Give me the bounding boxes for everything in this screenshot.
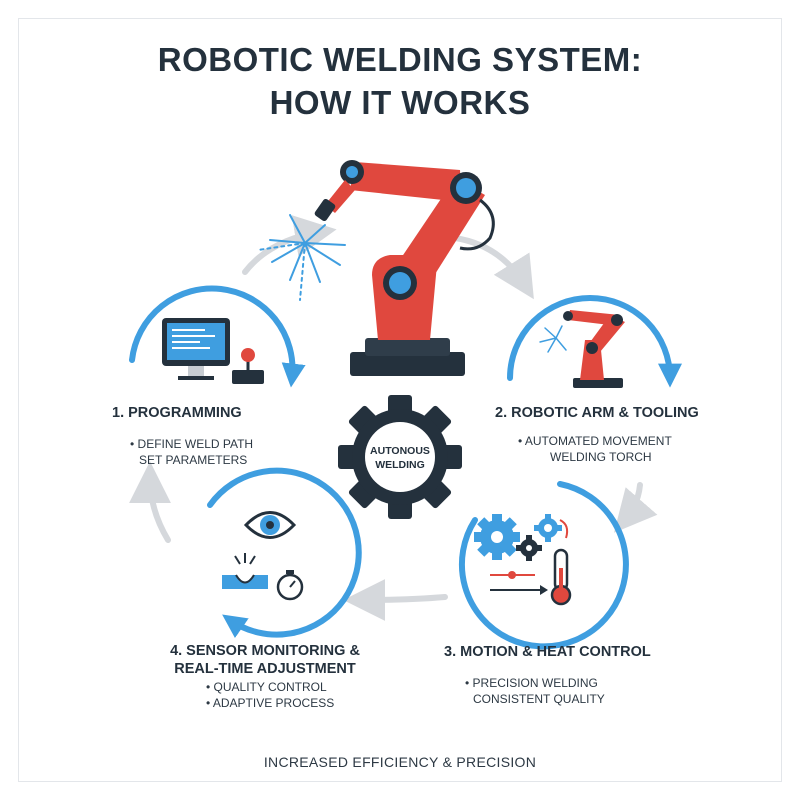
stopwatch-icon <box>276 570 304 601</box>
computer-monitor-icon <box>162 318 230 380</box>
center-gear-icon: AUTONOUS WELDING <box>338 395 462 519</box>
robot-arm-icon <box>314 160 495 376</box>
joystick-icon <box>232 348 264 384</box>
footer-tagline: INCREASED EFFICIENCY & PRECISION <box>263 754 537 770</box>
step2-arc <box>507 295 682 388</box>
step4-circle <box>207 467 362 639</box>
step4-title-line-2: REAL-TIME ADJUSTMENT <box>174 661 356 677</box>
title-line-1: ROBOTIC WELDING SYSTEM: <box>157 41 643 78</box>
arrow-motion-to-sensor <box>343 578 448 621</box>
gears-icon <box>474 514 569 561</box>
step1-title: 1. PROGRAMMING <box>112 405 242 421</box>
arrow-arm-to-top <box>452 235 534 300</box>
thermometer-icon <box>550 548 572 606</box>
step1-arc <box>129 285 306 388</box>
title-line-2: HOW IT WORKS <box>269 84 531 121</box>
step3-list: • PRECISION WELDING CONSISTENT QUALITY <box>465 675 605 707</box>
step1-item-2: SET PARAMETERS <box>139 453 248 467</box>
step2-item-1: • AUTOMATED MOVEMENT <box>518 434 672 448</box>
step2-list: • AUTOMATED MOVEMENT WELDING TORCH <box>518 433 672 465</box>
page-title: ROBOTIC WELDING SYSTEM: HOW IT WORKS <box>0 38 800 124</box>
step4-title-line-1: 4. SENSOR MONITORING & <box>170 643 360 659</box>
step3-title: 3. MOTION & HEAT CONTROL <box>444 644 651 660</box>
gear-label-line-1: AUTONOUS <box>370 445 430 457</box>
small-robot-arm-icon <box>539 310 625 388</box>
arrow-sensor-to-programming <box>129 461 172 543</box>
arrow-programming-to-arm <box>242 215 337 275</box>
step3-item-2: CONSISTENT QUALITY <box>473 692 605 706</box>
sensor-icon <box>222 553 268 589</box>
weld-spark-icon <box>257 214 346 301</box>
gear-label-line-2: WELDING <box>375 459 425 471</box>
step1-list: • DEFINE WELD PATH SET PARAMETERS <box>130 436 253 468</box>
cycle-arrows <box>129 215 658 621</box>
step3-circle <box>458 481 629 650</box>
step2-item-2: WELDING TORCH <box>550 450 652 464</box>
step4-item-1: • QUALITY CONTROL <box>206 680 327 694</box>
step4-title: 4. SENSOR MONITORING & REAL-TIME ADJUSTM… <box>165 642 365 678</box>
diagram-frame <box>18 18 782 782</box>
heat-slider-icon <box>490 571 548 595</box>
step4-list: • QUALITY CONTROL • ADAPTIVE PROCESS <box>206 679 334 711</box>
step4-item-2: • ADAPTIVE PROCESS <box>206 696 335 710</box>
step2-title: 2. ROBOTIC ARM & TOOLING <box>495 405 699 421</box>
step3-item-1: • PRECISION WELDING <box>465 676 598 690</box>
eye-icon <box>243 511 297 539</box>
step1-item-1: • DEFINE WELD PATH <box>130 437 254 451</box>
arrow-arm-to-motion <box>614 482 658 533</box>
